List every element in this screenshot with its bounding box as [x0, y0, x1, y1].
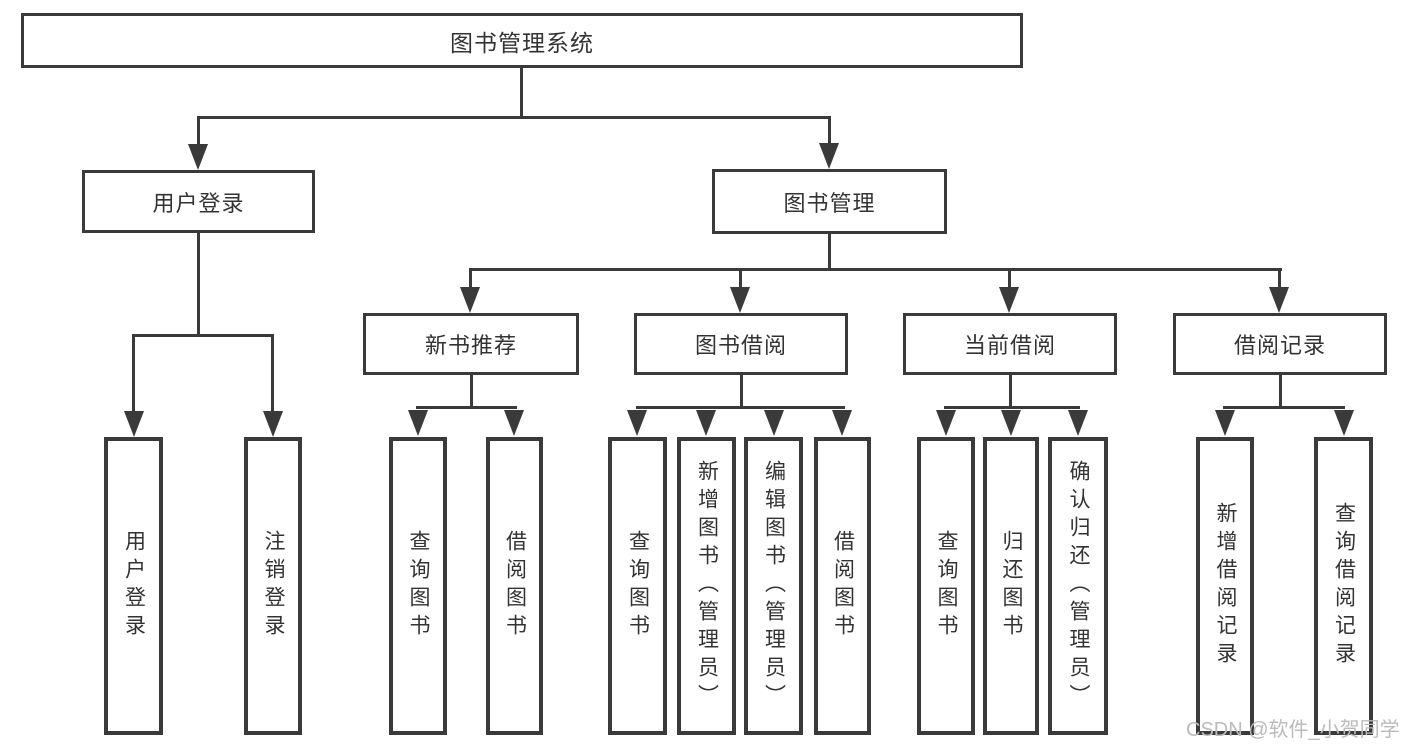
- down-arrow-icon: [730, 287, 750, 313]
- leaf-user-login-label: 用户登录: [122, 530, 146, 642]
- connector-line: [1008, 268, 1011, 291]
- node-borrow-records: 借阅记录: [1173, 313, 1387, 375]
- csdn-watermark: CSDN @软件_小贺同学: [1186, 719, 1400, 741]
- connector-line: [944, 406, 1080, 409]
- leaf-edit-book-admin: 编辑图书（管理员）: [744, 437, 803, 735]
- connector-line: [828, 232, 831, 271]
- connector-line: [416, 406, 517, 409]
- connector-line: [469, 268, 472, 291]
- down-arrow-icon: [1269, 287, 1289, 313]
- down-arrow-icon: [696, 410, 716, 436]
- leaf-query-books-current-label: 查询图书: [935, 530, 958, 642]
- leaf-query-borrow-record-label: 查询借阅记录: [1332, 502, 1356, 670]
- down-arrow-icon: [188, 144, 208, 170]
- node-new-book-recommend: 新书推荐: [363, 313, 579, 375]
- connector-line: [636, 406, 845, 409]
- leaf-borrow-books: 借阅图书: [814, 437, 871, 735]
- node-borrow-records-label: 借阅记录: [1233, 333, 1326, 358]
- node-current-borrow-label: 当前借阅: [963, 333, 1056, 358]
- leaf-add-borrow-record: 新增借阅记录: [1196, 437, 1254, 735]
- down-arrow-icon: [263, 411, 283, 437]
- connector-line: [132, 334, 274, 337]
- node-user-login-label: 用户登录: [152, 190, 245, 216]
- node-new-book-recommend-label: 新书推荐: [424, 333, 517, 358]
- down-arrow-icon: [1001, 410, 1021, 436]
- node-book-borrow: 图书借阅: [634, 313, 848, 375]
- down-arrow-icon: [764, 410, 784, 436]
- node-root-label: 图书管理系统: [450, 29, 594, 56]
- leaf-confirm-return-admin: 确认归还（管理员）: [1048, 437, 1108, 735]
- down-arrow-icon: [504, 410, 524, 436]
- leaf-logout-label: 注销登录: [262, 530, 285, 642]
- leaf-return-book: 归还图书: [983, 437, 1039, 735]
- down-arrow-icon: [408, 410, 428, 436]
- connector-line: [197, 116, 200, 146]
- down-arrow-icon: [124, 411, 144, 437]
- connector-line: [132, 334, 135, 413]
- leaf-borrow-books-recommend-label: 借阅图书: [503, 530, 527, 642]
- leaf-add-book-admin: 新增图书（管理员）: [677, 437, 736, 735]
- connector-line: [520, 66, 523, 118]
- node-book-borrow-label: 图书借阅: [694, 333, 787, 358]
- down-arrow-icon: [1215, 410, 1235, 436]
- leaf-query-books-current: 查询图书: [917, 437, 975, 735]
- leaf-add-book-admin-label: 新增图书（管理员）: [695, 460, 719, 712]
- connector-line: [470, 373, 473, 409]
- connector-line: [739, 268, 742, 291]
- node-book-management: 图书管理: [712, 169, 947, 234]
- node-book-management-label: 图书管理: [783, 190, 876, 216]
- connector-line: [197, 231, 200, 336]
- down-arrow-icon: [832, 410, 852, 436]
- down-arrow-icon: [627, 410, 647, 436]
- connector-line: [1223, 406, 1345, 409]
- leaf-edit-book-admin-label: 编辑图书（管理员）: [762, 460, 786, 712]
- connector-line: [1279, 373, 1282, 409]
- leaf-query-books-borrow: 查询图书: [608, 437, 667, 735]
- down-arrow-icon: [1334, 410, 1354, 436]
- down-arrow-icon: [819, 143, 839, 169]
- connector-line: [828, 116, 831, 146]
- leaf-confirm-return-admin-label: 确认归还（管理员）: [1067, 460, 1090, 712]
- down-arrow-icon: [999, 287, 1019, 313]
- connector-line: [1278, 268, 1281, 291]
- down-arrow-icon: [936, 410, 956, 436]
- connector-line: [271, 334, 274, 413]
- connector-line: [740, 373, 743, 409]
- leaf-add-borrow-record-label: 新增借阅记录: [1214, 502, 1237, 670]
- down-arrow-icon: [1068, 410, 1088, 436]
- node-user-login: 用户登录: [82, 170, 315, 233]
- leaf-query-books-recommend: 查询图书: [389, 437, 447, 735]
- leaf-logout: 注销登录: [244, 437, 302, 735]
- connector-line: [1009, 373, 1012, 409]
- leaf-query-borrow-record: 查询借阅记录: [1314, 437, 1373, 735]
- leaf-borrow-books-recommend: 借阅图书: [486, 437, 543, 735]
- node-current-borrow: 当前借阅: [903, 313, 1117, 375]
- connector-line: [197, 116, 831, 119]
- leaf-borrow-books-label: 借阅图书: [831, 530, 855, 642]
- node-root-system: 图书管理系统: [21, 13, 1023, 68]
- leaf-query-books-borrow-label: 查询图书: [626, 530, 650, 642]
- leaf-user-login: 用户登录: [104, 437, 163, 735]
- leaf-return-book-label: 归还图书: [1000, 530, 1023, 642]
- down-arrow-icon: [460, 287, 480, 313]
- leaf-query-books-recommend-label: 查询图书: [407, 530, 430, 642]
- connector-line: [469, 268, 1282, 271]
